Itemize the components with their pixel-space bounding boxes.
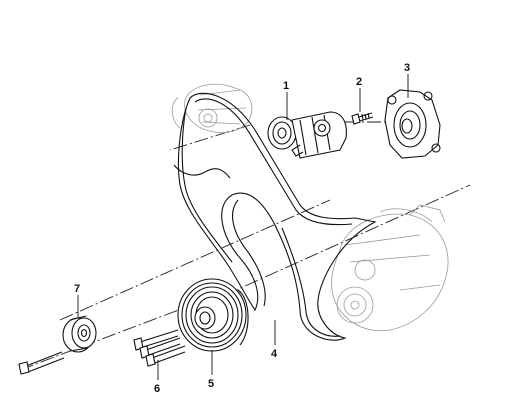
idler-pulley-item-7 bbox=[18, 315, 97, 375]
pulley-bolts-item-6 bbox=[133, 329, 186, 367]
callout-labels: 1 2 3 4 5 6 7 bbox=[74, 62, 410, 395]
callout-5: 5 bbox=[208, 378, 214, 390]
callout-7: 7 bbox=[74, 283, 80, 295]
callout-2: 2 bbox=[356, 76, 362, 88]
ghost-compressor-upper bbox=[171, 83, 253, 134]
crankshaft-pulley bbox=[177, 278, 249, 352]
callout-leaders bbox=[77, 74, 409, 380]
idler-pulley-bracket bbox=[384, 89, 441, 159]
axis-lines bbox=[19, 121, 471, 371]
belt-tensioner bbox=[267, 111, 347, 159]
drive-belt bbox=[173, 92, 377, 341]
bolt-item-2 bbox=[351, 112, 374, 125]
callout-3: 3 bbox=[404, 62, 410, 74]
callout-6: 6 bbox=[154, 383, 160, 395]
callout-4: 4 bbox=[271, 348, 278, 360]
ghost-compressor-lower bbox=[331, 204, 449, 332]
callout-1: 1 bbox=[283, 80, 289, 92]
